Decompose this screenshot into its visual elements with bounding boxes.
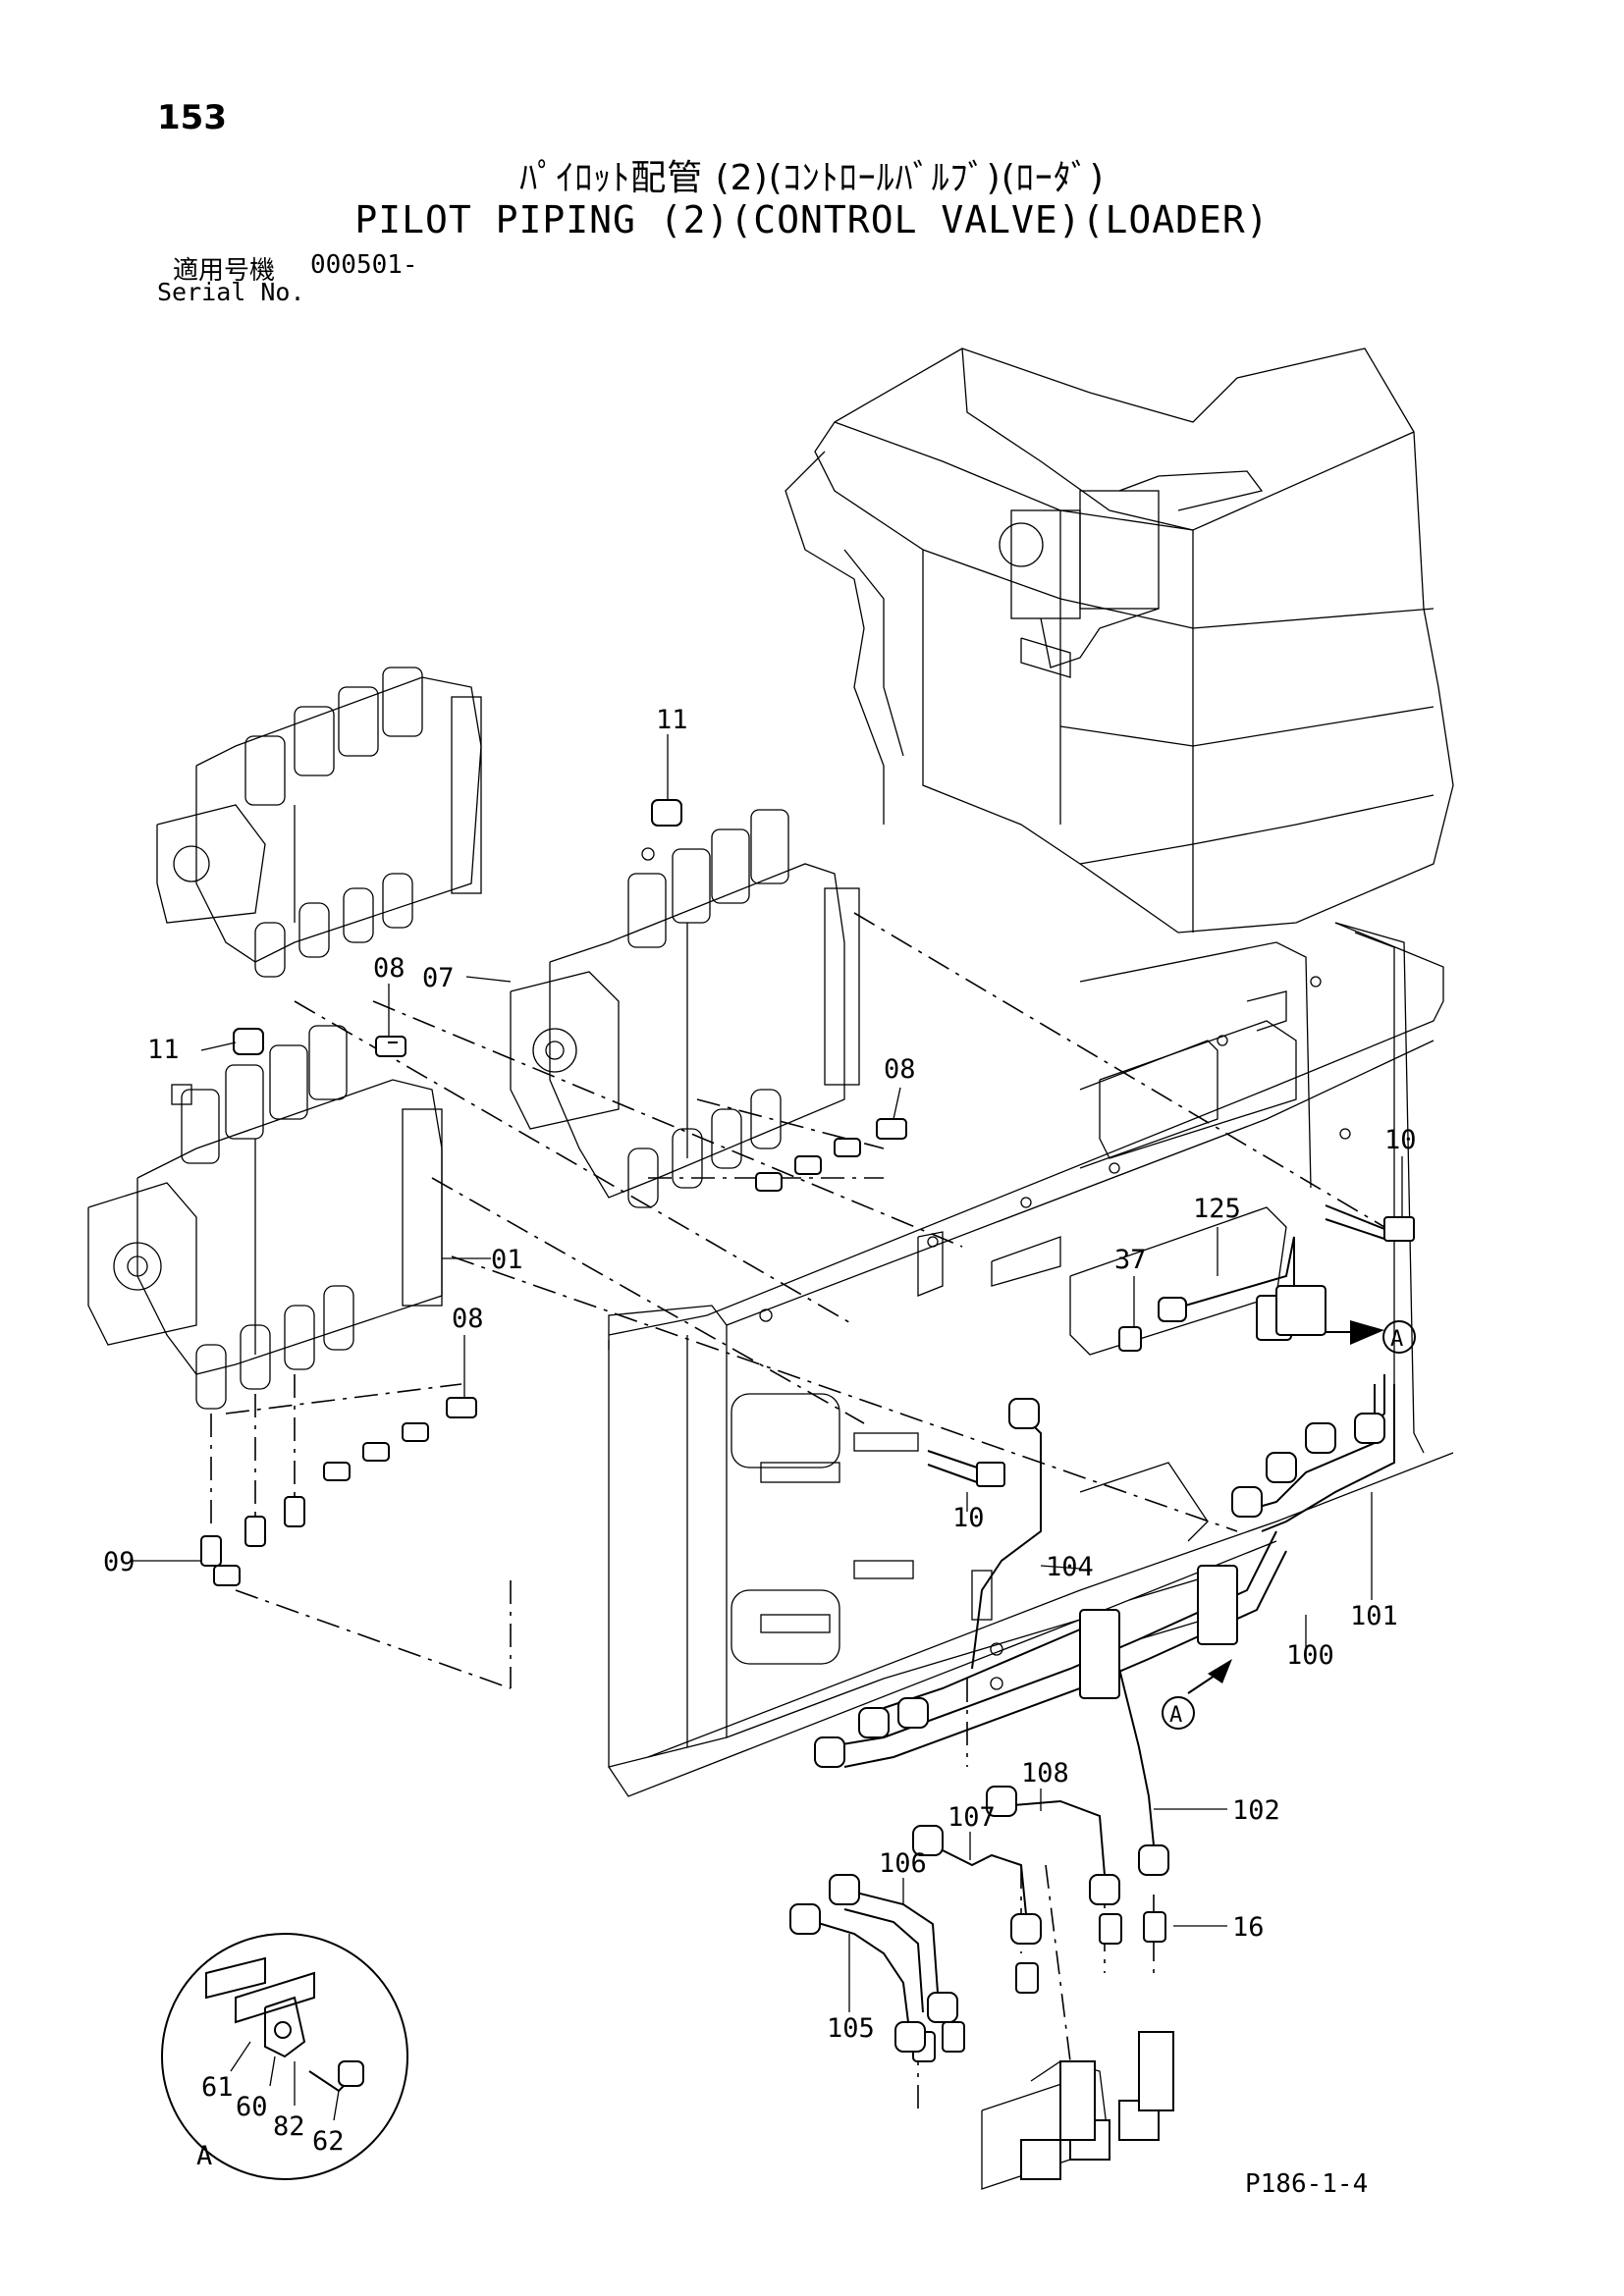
view-a-label-1: A bbox=[1390, 1327, 1403, 1352]
callout-125: 125 bbox=[1193, 1194, 1241, 1224]
callout-07: 07 bbox=[422, 963, 455, 993]
callout-10-mid: 10 bbox=[952, 1503, 985, 1533]
callout-08-b: 08 bbox=[884, 1054, 916, 1085]
callout-11-lower: 11 bbox=[147, 1035, 180, 1065]
callout-106: 106 bbox=[879, 1848, 927, 1879]
control-valve-07 bbox=[510, 809, 860, 1208]
detail-a bbox=[161, 1933, 408, 2180]
adapter-08-a bbox=[375, 1036, 406, 1057]
nut-11-upper bbox=[651, 799, 682, 827]
callout-100: 100 bbox=[1286, 1640, 1334, 1671]
callout-16: 16 bbox=[1232, 1912, 1265, 1943]
callout-09: 09 bbox=[103, 1547, 135, 1577]
callout-102: 102 bbox=[1232, 1795, 1280, 1826]
elbow-09 bbox=[200, 1535, 241, 1586]
adapter-16 bbox=[1143, 1911, 1166, 1943]
serial-label-japanese: 適用号機 bbox=[173, 256, 276, 286]
callout-37: 37 bbox=[1114, 1245, 1147, 1275]
drawing-reference: P186-1-4 bbox=[1245, 2169, 1369, 2199]
callout-101: 101 bbox=[1350, 1601, 1398, 1631]
machine-body bbox=[785, 347, 1454, 934]
callout-107: 107 bbox=[947, 1802, 996, 1833]
leader-lines bbox=[133, 734, 1403, 2012]
callout-11-upper: 11 bbox=[656, 705, 688, 735]
serial-value: 000501- bbox=[310, 250, 418, 280]
callout-01: 01 bbox=[491, 1245, 523, 1275]
callout-labels: 11 11 08 07 08 01 08 09 10 10 125 37 104… bbox=[103, 705, 1417, 2171]
bolt-10-mid bbox=[927, 1450, 1005, 1487]
view-a-label-2: A bbox=[1169, 1703, 1182, 1728]
pilot-pipes bbox=[789, 1236, 1395, 2190]
callout-60: 60 bbox=[236, 2092, 268, 2122]
assembly-centerlines bbox=[210, 912, 1385, 2110]
control-valve-background bbox=[156, 667, 482, 978]
callout-62: 62 bbox=[312, 2126, 345, 2157]
callout-08-a: 08 bbox=[373, 953, 406, 984]
adapter-08-b bbox=[876, 1118, 907, 1140]
page-number: 153 bbox=[157, 98, 227, 137]
title-japanese: ﾊﾟｲﾛｯﾄ配管 (2)(ｺﾝﾄﾛｰﾙﾊﾞﾙﾌﾞ)(ﾛｰﾀﾞ) bbox=[519, 158, 1105, 198]
callout-08-c: 08 bbox=[452, 1304, 484, 1334]
callout-10-right: 10 bbox=[1384, 1125, 1417, 1155]
adapter-37 bbox=[1118, 1326, 1142, 1352]
callout-105: 105 bbox=[827, 2013, 875, 2044]
serial-label-english: Serial No. bbox=[157, 278, 305, 306]
bolt-10-right bbox=[1325, 1204, 1415, 1242]
callout-108: 108 bbox=[1021, 1758, 1069, 1789]
detail-a-label: A bbox=[196, 2141, 212, 2171]
view-arrows bbox=[1162, 1320, 1416, 1730]
main-frame bbox=[608, 922, 1454, 1797]
title-english: PILOT PIPING (2)(CONTROL VALVE)(LOADER) bbox=[354, 198, 1270, 241]
adapter-08-c bbox=[446, 1397, 477, 1418]
callout-61: 61 bbox=[201, 2072, 234, 2103]
control-valve-01 bbox=[87, 1025, 443, 1410]
callout-104: 104 bbox=[1046, 1552, 1094, 1582]
callout-82: 82 bbox=[273, 2111, 305, 2142]
fittings bbox=[200, 799, 1415, 2062]
nut-11-lower bbox=[233, 1028, 264, 1055]
